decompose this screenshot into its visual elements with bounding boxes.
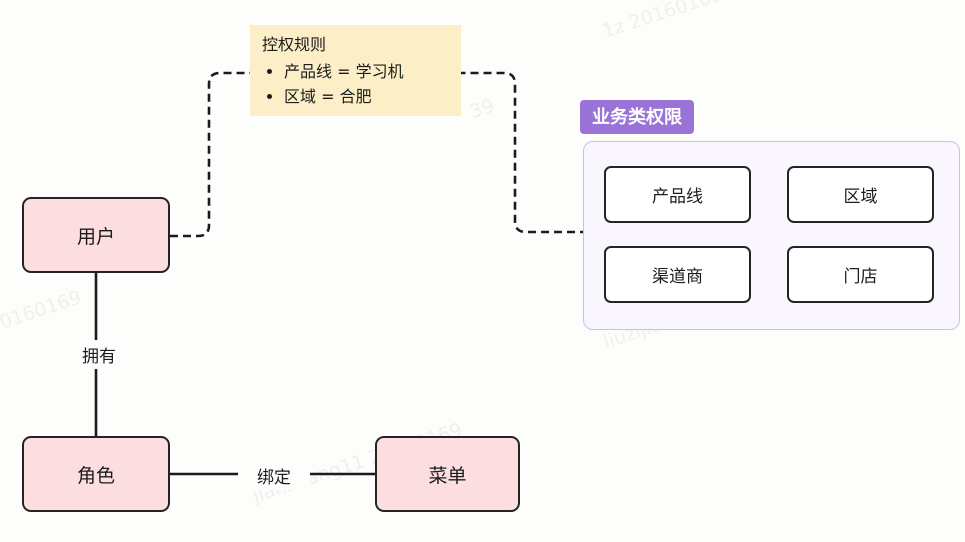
permissions-group-title: 业务类权限 bbox=[580, 100, 694, 134]
permission-box-label: 门店 bbox=[843, 267, 878, 287]
node-user: 用户 bbox=[22, 197, 170, 273]
node-menu: 菜单 bbox=[375, 436, 520, 512]
rule-note: 控权规则 产品线 = 学习机 区域 = 合肥 bbox=[250, 25, 461, 116]
rule-note-list: 产品线 = 学习机 区域 = 合肥 bbox=[262, 60, 449, 110]
rule-note-item: 区域 = 合肥 bbox=[284, 85, 449, 110]
permission-box-store: 门店 bbox=[787, 246, 934, 303]
rule-note-title: 控权规则 bbox=[262, 35, 327, 54]
permission-box-label: 区域 bbox=[843, 187, 878, 207]
permission-box-product-line: 产品线 bbox=[604, 166, 751, 223]
edge-user-permissions-dashed-line bbox=[170, 71, 583, 238]
edge-label-bind: 绑定 bbox=[238, 461, 310, 490]
edge-label-own: 拥有 bbox=[68, 340, 130, 369]
node-user-label: 用户 bbox=[76, 225, 115, 248]
node-role: 角色 bbox=[22, 436, 170, 512]
node-menu-label: 菜单 bbox=[428, 464, 467, 487]
node-role-label: 角色 bbox=[76, 464, 115, 487]
rule-note-item: 产品线 = 学习机 bbox=[284, 60, 449, 85]
permission-box-label: 产品线 bbox=[652, 187, 703, 207]
permission-box-channel: 渠道商 bbox=[604, 246, 751, 303]
permission-box-region: 区域 bbox=[787, 166, 934, 223]
permissions-group-container: 产品线 区域 渠道商 门店 bbox=[583, 141, 960, 330]
permission-box-label: 渠道商 bbox=[652, 267, 703, 287]
